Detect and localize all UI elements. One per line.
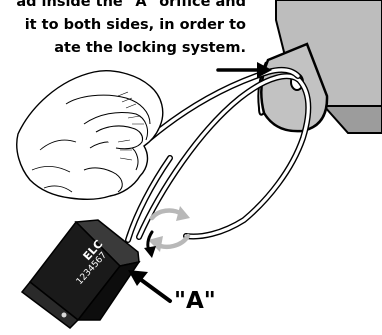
seal-body: ELC 1234567: [22, 220, 139, 328]
callout-label: "A": [174, 288, 216, 314]
arrow-up-left-icon: [128, 270, 170, 301]
hand-illustration: [17, 71, 163, 200]
mounting-bracket: [258, 0, 382, 133]
